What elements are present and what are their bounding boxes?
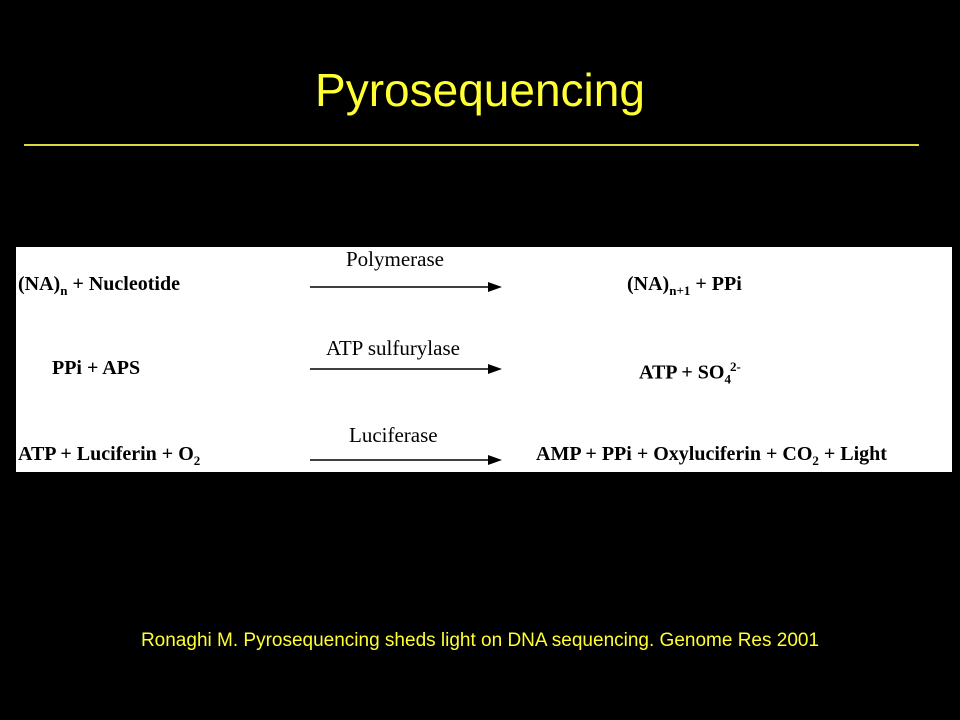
citation: Ronaghi M. Pyrosequencing sheds light on… xyxy=(140,630,820,651)
reaction-3-reactants: ATP + Luciferin + O2 xyxy=(18,443,200,469)
reaction-2-products: ATP + SO42- xyxy=(639,359,741,388)
reaction-1-reactants: (NA)n + Nucleotide xyxy=(18,273,180,299)
title-divider xyxy=(24,144,919,146)
enzyme-polymerase: Polymerase xyxy=(346,247,444,271)
reaction-scheme: (NA)n + Nucleotide Polymerase (NA)n+1 + … xyxy=(16,247,952,472)
reaction-2-arrow xyxy=(310,364,502,374)
reactant-na: (NA) xyxy=(18,273,61,295)
reaction-3-arrow xyxy=(310,455,502,465)
superscript-2-minus: 2- xyxy=(730,359,741,374)
subscript-n: n xyxy=(60,283,68,298)
reactant-atp-luciferin-o2: ATP + Luciferin + O xyxy=(18,443,194,465)
product-na: (NA) xyxy=(627,273,670,295)
reactant-ppi-aps: PPi + APS xyxy=(52,357,141,379)
slide-title: Pyrosequencing xyxy=(315,64,645,116)
product-amp-oxyluciferin-co2: AMP + PPi + Oxyluciferin + CO xyxy=(536,443,813,465)
enzyme-luciferase: Luciferase xyxy=(349,423,438,447)
product-ppi: + PPi xyxy=(690,273,742,295)
subscript-2: 2 xyxy=(193,453,201,468)
reaction-2-reactants: PPi + APS xyxy=(52,357,140,380)
reactant-nucleotide: + Nucleotide xyxy=(67,273,180,295)
reaction-1-arrow xyxy=(310,282,502,292)
product-light: + Light xyxy=(818,443,887,465)
reaction-3-products: AMP + PPi + Oxyluciferin + CO2 + Light xyxy=(536,443,887,469)
subscript-n-plus-1: n+1 xyxy=(669,283,691,298)
enzyme-atp-sulfurylase: ATP sulfurylase xyxy=(326,336,460,360)
product-atp-so4: ATP + SO xyxy=(639,361,725,384)
reaction-1-products: (NA)n+1 + PPi xyxy=(627,273,742,299)
subscript-2: 2 xyxy=(812,453,819,468)
subscript-4: 4 xyxy=(724,371,732,387)
